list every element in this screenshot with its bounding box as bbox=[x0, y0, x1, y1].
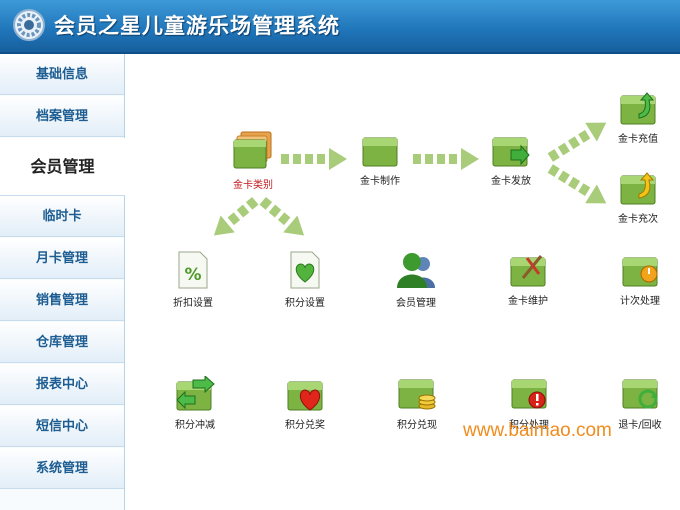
card-coins-icon bbox=[398, 379, 436, 410]
sidebar-item-basic-info[interactable]: 基础信息 bbox=[0, 54, 124, 95]
card-recharge-times-label: 金卡充次 bbox=[618, 214, 658, 225]
sidebar-item-temporary-card[interactable]: 临时卡 bbox=[0, 196, 124, 237]
card-maintenance-button[interactable]: 金卡维护 bbox=[488, 252, 568, 307]
card-stack-icon bbox=[233, 131, 272, 169]
flow-arrow-down-left-icon bbox=[213, 196, 259, 236]
loss-report-label: 积分处理 bbox=[509, 420, 549, 431]
flow-arrow-down-right-icon bbox=[547, 164, 607, 204]
card-issue-button[interactable]: 金卡发放 bbox=[471, 136, 551, 187]
percent-doc-icon: % bbox=[178, 251, 208, 289]
app-header: 会员之星儿童游乐场管理系统 bbox=[0, 0, 680, 54]
points-redeem-prize-button[interactable]: 积分兑奖 bbox=[265, 376, 345, 431]
member-management-button[interactable]: 会员管理 bbox=[376, 250, 456, 309]
heart-doc-icon bbox=[290, 251, 320, 289]
count-processing-label: 计次处理 bbox=[620, 296, 660, 307]
svg-text:%: % bbox=[184, 265, 201, 285]
card-alert-icon bbox=[511, 379, 547, 409]
sidebar-item-member-management[interactable]: 会员管理 bbox=[0, 138, 125, 196]
gear-logo-icon bbox=[13, 9, 45, 41]
sidebar-item-sms[interactable]: 短信中心 bbox=[0, 406, 124, 447]
card-icon bbox=[362, 137, 398, 167]
main-panel: 金卡类别 金卡制作 金卡发放 金卡充值 金卡充次 bbox=[125, 54, 680, 510]
card-tools-icon bbox=[510, 255, 546, 287]
card-maintenance-label: 金卡维护 bbox=[508, 296, 548, 307]
card-recharge-value-button[interactable]: 金卡充值 bbox=[598, 92, 678, 145]
loss-report-button[interactable]: 积分处理 bbox=[489, 376, 569, 431]
points-offset-label: 积分冲减 bbox=[175, 420, 215, 431]
card-recharge-value-label: 金卡充值 bbox=[618, 134, 658, 145]
app-title: 会员之星儿童游乐场管理系统 bbox=[54, 14, 340, 38]
card-issue-label: 金卡发放 bbox=[491, 176, 531, 187]
sidebar-item-sales[interactable]: 销售管理 bbox=[0, 280, 124, 321]
card-arrow-icon bbox=[176, 376, 215, 411]
flow-arrow-up-right-icon bbox=[547, 122, 607, 162]
card-type-label: 金卡类别 bbox=[233, 180, 273, 191]
points-redeem-cash-label: 积分兑现 bbox=[397, 420, 437, 431]
points-redeem-cash-button[interactable]: 积分兑现 bbox=[377, 376, 457, 431]
flow-arrow-down-right-icon bbox=[259, 196, 305, 236]
count-processing-button[interactable]: 计次处理 bbox=[600, 252, 680, 307]
card-type-button[interactable]: 金卡类别 bbox=[213, 130, 293, 191]
sidebar-item-reports[interactable]: 报表中心 bbox=[0, 364, 124, 405]
points-redeem-prize-label: 积分兑奖 bbox=[285, 420, 325, 431]
card-make-label: 金卡制作 bbox=[360, 176, 400, 187]
card-issue-icon bbox=[492, 137, 530, 167]
points-settings-label: 积分设置 bbox=[285, 298, 325, 309]
card-return-button[interactable]: 退卡/回收 bbox=[600, 376, 680, 431]
card-recharge-times-button[interactable]: 金卡充次 bbox=[598, 172, 678, 225]
card-make-button[interactable]: 金卡制作 bbox=[340, 136, 420, 187]
points-settings-button[interactable]: 积分设置 bbox=[265, 250, 345, 309]
sidebar-item-warehouse[interactable]: 仓库管理 bbox=[0, 322, 124, 363]
sidebar-item-monthly-card[interactable]: 月卡管理 bbox=[0, 238, 124, 279]
discount-settings-button[interactable]: % 折扣设置 bbox=[153, 250, 233, 309]
sidebar-item-system[interactable]: 系统管理 bbox=[0, 448, 124, 489]
discount-settings-label: 折扣设置 bbox=[173, 298, 213, 309]
card-return-label: 退卡/回收 bbox=[618, 420, 662, 431]
member-management-label: 会员管理 bbox=[396, 298, 436, 309]
flow-arrow-right-icon bbox=[281, 148, 347, 170]
users-icon bbox=[397, 253, 435, 288]
card-recharge-times-icon bbox=[620, 172, 656, 205]
points-offset-button[interactable]: 积分冲减 bbox=[155, 376, 235, 431]
flow-arrow-right-icon bbox=[413, 148, 479, 170]
card-recharge-icon bbox=[620, 92, 656, 125]
card-recycle-icon bbox=[622, 379, 658, 409]
watermark: www.baimao.com bbox=[463, 420, 612, 441]
sidebar: 基础信息 档案管理 会员管理 临时卡 月卡管理 销售管理 仓库管理 报表中心 短… bbox=[0, 54, 125, 510]
card-heart-icon bbox=[287, 381, 323, 411]
card-clock-icon bbox=[622, 257, 658, 287]
sidebar-item-archives[interactable]: 档案管理 bbox=[0, 96, 124, 137]
